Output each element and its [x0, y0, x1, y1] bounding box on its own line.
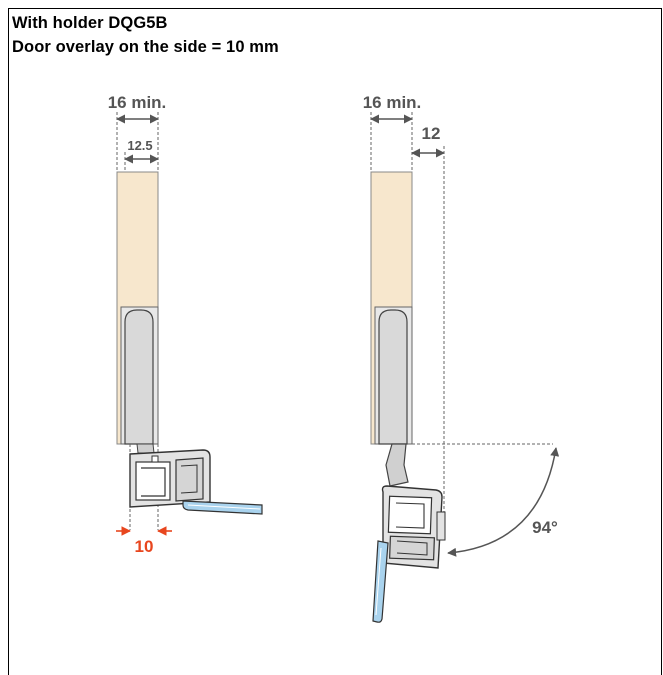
right-dim-12-label: 12	[422, 124, 441, 143]
right-angle-label: 94°	[532, 518, 558, 537]
right-hinge-arm	[385, 443, 409, 487]
left-glass-highlight	[187, 504, 261, 510]
right-angle-arc	[447, 447, 560, 557]
left-glass-holder	[129, 449, 211, 508]
left-dim-12-5-label: 12.5	[127, 138, 152, 153]
left-hinge-body	[124, 309, 154, 445]
left-hinge-neck	[136, 443, 155, 454]
title-overlay: Door overlay on the side = 10 mm	[12, 38, 279, 56]
left-dim-16-label: 16 min.	[108, 93, 167, 112]
right-diagram: 16 min. 12 94°	[363, 93, 560, 623]
left-overlay-10-label: 10	[135, 537, 154, 556]
left-glass-door	[182, 500, 263, 515]
right-glass-highlight	[375, 547, 382, 616]
title-holder: With holder DQG5B	[12, 14, 168, 32]
right-glass-holder	[381, 485, 446, 569]
right-dim-16-label: 16 min.	[363, 93, 422, 112]
left-diagram: 16 min. 12.5 10	[108, 93, 263, 556]
right-hinge-body	[378, 309, 408, 445]
diagram-frame	[8, 8, 662, 675]
